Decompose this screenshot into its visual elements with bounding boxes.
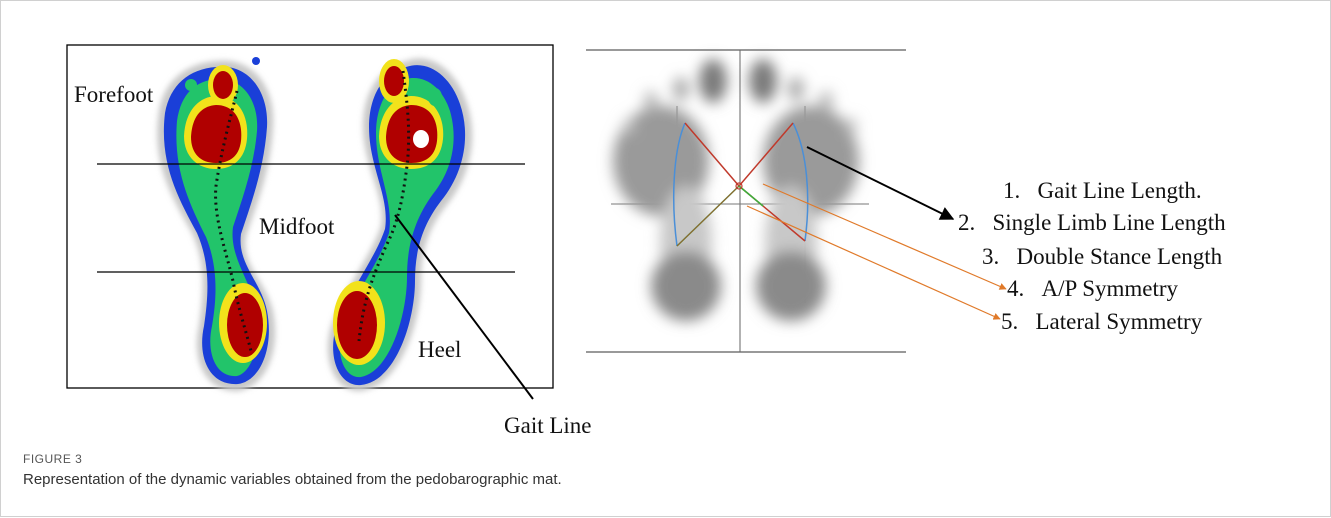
variable-item-4: 4. A/P Symmetry: [1007, 277, 1178, 300]
heel-label: Heel: [418, 338, 461, 361]
variable-text: Double Stance Length: [1017, 244, 1223, 269]
figure-label: FIGURE 3: [23, 452, 82, 466]
variable-item-2: 2. Single Limb Line Length: [958, 211, 1226, 234]
variable-item-5: 5. Lateral Symmetry: [1001, 310, 1202, 333]
variable-number: 2.: [958, 210, 975, 235]
variable-number: 3.: [982, 244, 999, 269]
midfoot-label: Midfoot: [259, 215, 334, 238]
variable-item-1: 1. Gait Line Length.: [1003, 179, 1202, 202]
forefoot-label: Forefoot: [74, 83, 153, 106]
figure-caption: Representation of the dynamic variables …: [23, 471, 562, 488]
variable-item-3: 3. Double Stance Length: [982, 245, 1222, 268]
variable-number: 5.: [1001, 309, 1018, 334]
variable-text: Lateral Symmetry: [1036, 309, 1203, 334]
gait-line-panel: [586, 50, 1006, 352]
variable-number: 1.: [1003, 178, 1020, 203]
variable-number: 4.: [1007, 276, 1024, 301]
gait-line-label: Gait Line: [504, 414, 592, 437]
variable-text: A/P Symmetry: [1042, 276, 1179, 301]
variable-text: Gait Line Length.: [1038, 178, 1202, 203]
blurred-footprints: [613, 59, 859, 321]
variable-text: Single Limb Line Length: [993, 210, 1226, 235]
